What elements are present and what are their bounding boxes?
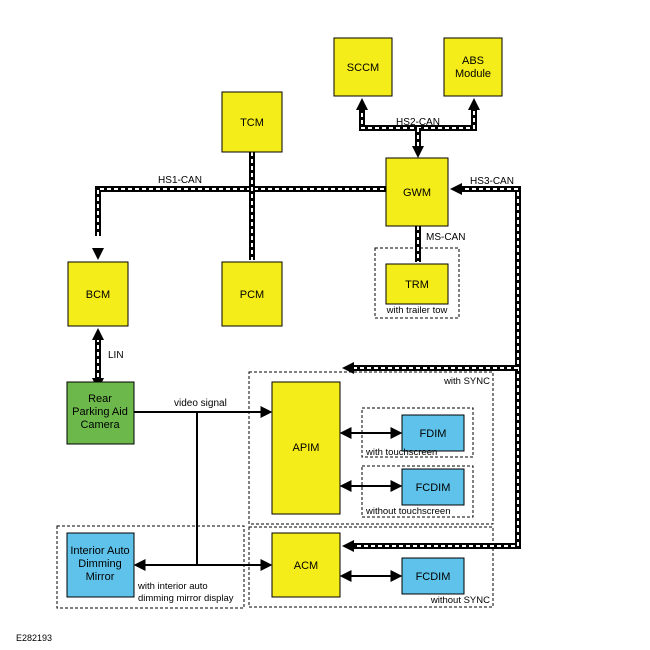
group-mirror-label-1: with interior auto	[137, 581, 208, 592]
module-camera-label-1: Rear	[88, 393, 112, 405]
module-mirror-label-1: Interior Auto	[70, 545, 129, 557]
module-trm: TRM	[385, 263, 449, 305]
hs3-to-apim-arrow	[342, 362, 354, 374]
group-with-sync-label: with SYNC	[443, 376, 490, 387]
hs2-can-bus	[359, 106, 477, 150]
group-mirror-label-2: dimming mirror display	[138, 593, 234, 604]
hs2-to-gwm-arrow	[412, 146, 424, 158]
module-fcdim-touch-label: FCDIM	[416, 482, 451, 494]
module-trm-label: TRM	[405, 279, 429, 291]
group-without-sync-label: without SYNC	[430, 595, 490, 606]
module-camera: Rear Parking Aid Camera	[66, 381, 135, 445]
module-acm: ACM	[271, 532, 341, 598]
module-apim-label: APIM	[293, 442, 320, 454]
hs2-to-sccm-arrow	[356, 98, 368, 110]
hs3-can-bus	[352, 186, 521, 549]
lin-to-bcm-arrow	[92, 328, 104, 340]
group-without-touchscreen	[361, 465, 474, 518]
module-camera-label-3: Camera	[80, 419, 120, 431]
module-bcm: BCM	[67, 261, 129, 327]
module-gwm: GWM	[385, 157, 449, 227]
can-bus-lines	[95, 106, 521, 549]
module-fdim-label: FDIM	[420, 428, 447, 440]
module-apim: APIM	[271, 381, 341, 515]
group-with-sync	[248, 371, 494, 525]
module-bcm-label: BCM	[86, 289, 110, 301]
module-mirror-label-3: Mirror	[86, 571, 115, 583]
module-sccm: SCCM	[333, 37, 393, 97]
group-without-touchscreen-label: without touchscreen	[365, 506, 451, 517]
module-fcdim-nosync: FCDIM	[401, 557, 465, 595]
module-tcm-label: TCM	[240, 117, 264, 129]
module-pcm-label: PCM	[240, 289, 264, 301]
module-pcm: PCM	[221, 261, 283, 327]
hs3-to-acm-arrow	[342, 540, 354, 552]
ms-can-label: MS-CAN	[426, 232, 465, 243]
module-abs-label-2: Module	[455, 68, 491, 80]
hs2-can-label: HS2-CAN	[396, 117, 440, 128]
lin-label: LIN	[108, 350, 124, 361]
hs1-can-bus	[95, 152, 386, 260]
module-tcm: TCM	[221, 91, 283, 153]
hs1-to-bcm-arrow	[92, 248, 104, 260]
hs3-can-label: HS3-CAN	[470, 176, 514, 187]
module-abs-label-1: ABS	[462, 55, 484, 67]
module-sccm-label: SCCM	[347, 62, 379, 74]
group-trailer-tow-label: with trailer tow	[386, 305, 448, 316]
video-signal-label: video signal	[174, 398, 227, 409]
module-camera-label-2: Parking Aid	[72, 406, 128, 418]
module-abs: ABS Module	[443, 37, 503, 97]
hs2-to-abs-arrow	[468, 98, 480, 110]
module-fcdim-touch: FCDIM	[401, 468, 465, 506]
module-fdim: FDIM	[401, 414, 465, 452]
figure-id: E282193	[16, 633, 52, 643]
module-mirror-label-2: Dimming	[78, 558, 121, 570]
hs3-to-gwm-arrow	[450, 183, 462, 195]
module-gwm-label: GWM	[403, 187, 431, 199]
signal-lines	[133, 406, 403, 582]
group-with-touchscreen-label: with touchscreen	[365, 447, 437, 458]
module-fcdim-nosync-label: FCDIM	[416, 571, 451, 583]
module-acm-label: ACM	[294, 560, 318, 572]
can-arrowheads	[92, 98, 480, 552]
hs1-can-label: HS1-CAN	[158, 175, 202, 186]
module-mirror: Interior Auto Dimming Mirror	[66, 532, 135, 598]
